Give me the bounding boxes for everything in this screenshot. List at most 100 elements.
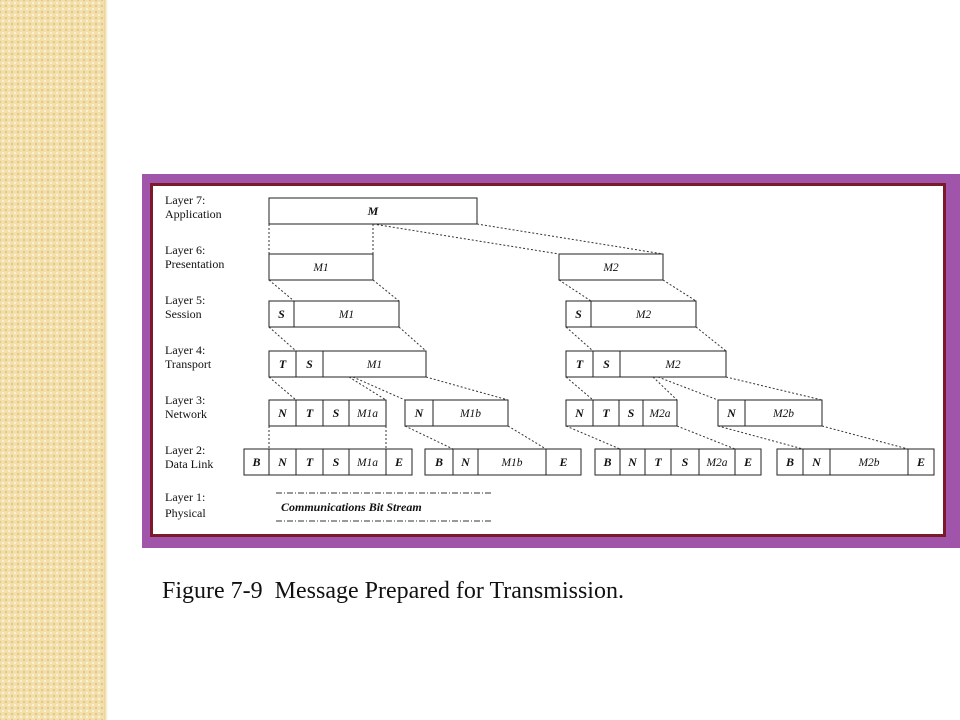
segment-label: M1b (459, 408, 481, 420)
encapsulation-connector (372, 223, 560, 255)
segment-label: N (574, 406, 585, 420)
layer-name-label: Physical (165, 506, 206, 520)
segment-label: S (603, 357, 610, 371)
segment-label: T (306, 406, 314, 420)
encapsulation-connector (725, 376, 823, 401)
sidebar-texture (0, 0, 104, 720)
layer-name-label: Data Link (165, 457, 213, 471)
layer-name-label: Transport (165, 357, 212, 371)
segment-label: S (333, 406, 340, 420)
packet-l7-0: M (268, 197, 478, 225)
packet-box (717, 399, 823, 427)
packet-box (268, 253, 374, 281)
segment-label: M1 (366, 359, 382, 371)
packet-l5-0: S M1 (268, 300, 400, 328)
encapsulation-connector (372, 279, 400, 302)
segment-label: M1a (356, 457, 378, 469)
segment-label: N (726, 406, 737, 420)
encapsulation-connector (268, 279, 295, 302)
encapsulation-connector (565, 326, 594, 352)
segment-label: M2b (857, 457, 879, 469)
layer-number-label: Layer 4: (165, 343, 205, 357)
segment-label: E (916, 455, 925, 469)
encapsulation-connector (676, 425, 736, 450)
packet-box (776, 448, 935, 476)
packet-box (565, 350, 727, 378)
segment-label: M1a (356, 408, 378, 420)
packet-l3-1: N M1b (404, 399, 509, 427)
encapsulation-connector (565, 376, 594, 401)
encapsulation-connector (695, 326, 727, 352)
layer-name-label: Presentation (165, 257, 224, 271)
segment-label: E (743, 455, 752, 469)
segment-label: N (460, 455, 471, 469)
segment-label: N (811, 455, 822, 469)
layer-number-label: Layer 1: (165, 490, 205, 504)
encapsulation-connector (565, 425, 621, 450)
figure-caption: Figure 7-9 Message Prepared for Transmis… (162, 578, 624, 604)
layer-number-label: Layer 6: (165, 243, 205, 257)
segment-label: S (333, 455, 340, 469)
sidebar-edge (104, 0, 108, 720)
segment-label: M1 (338, 309, 354, 321)
segment-label: T (306, 455, 314, 469)
packet-box (565, 300, 697, 328)
segment-label: T (576, 357, 584, 371)
layer-number-label: Layer 7: (165, 193, 205, 207)
packet-l2-1: B N M1b E (424, 448, 582, 476)
packet-box (268, 399, 387, 427)
packet-l3-0: N T S M1a (268, 399, 387, 427)
segment-label: S (306, 357, 313, 371)
segment-label: M1b (500, 457, 522, 469)
layer-name-label: Session (165, 307, 202, 321)
encapsulation-connector (348, 376, 387, 401)
packet-l5-1: S M2 (565, 300, 697, 328)
segment-label: M2 (635, 309, 652, 321)
encapsulation-connector (652, 376, 678, 401)
encapsulation-connector (717, 425, 804, 450)
segment-label: N (414, 406, 425, 420)
segment-label: M2a (648, 408, 670, 420)
layer-name-label: Network (165, 407, 207, 421)
segment-label: M1 (312, 262, 328, 274)
packet-box (424, 448, 582, 476)
segment-label: B (602, 455, 611, 469)
segment-label: T (654, 455, 662, 469)
encapsulation-connector (425, 376, 509, 401)
segment-label: B (434, 455, 443, 469)
segment-label: S (575, 307, 582, 321)
encapsulation-connector (404, 425, 454, 450)
encapsulation-connector (398, 326, 427, 352)
packet-box (243, 448, 413, 476)
segment-label: E (558, 455, 567, 469)
segment-label: N (627, 455, 638, 469)
packet-box (558, 253, 664, 281)
layer-number-label: Layer 2: (165, 443, 205, 457)
encapsulation-connector (558, 279, 592, 302)
segment-label: B (251, 455, 260, 469)
packet-box (594, 448, 762, 476)
bitstream-label: Communications Bit Stream (281, 500, 422, 514)
encapsulation-connector (268, 376, 297, 401)
segment-label: M (367, 204, 379, 218)
segment-label: N (277, 406, 288, 420)
segment-label: S (278, 307, 285, 321)
segment-label: B (785, 455, 794, 469)
packet-box (268, 350, 427, 378)
packet-l6-1: M2 (558, 253, 664, 281)
packet-box (268, 197, 478, 225)
encapsulation-connector (821, 425, 909, 450)
segment-label: E (394, 455, 403, 469)
packet-l6-0: M1 (268, 253, 374, 281)
segment-label: M2 (602, 262, 619, 274)
segment-label: T (602, 406, 610, 420)
layer-number-label: Layer 3: (165, 393, 205, 407)
encapsulation-connector (268, 326, 297, 352)
encapsulation-connector (507, 425, 547, 450)
